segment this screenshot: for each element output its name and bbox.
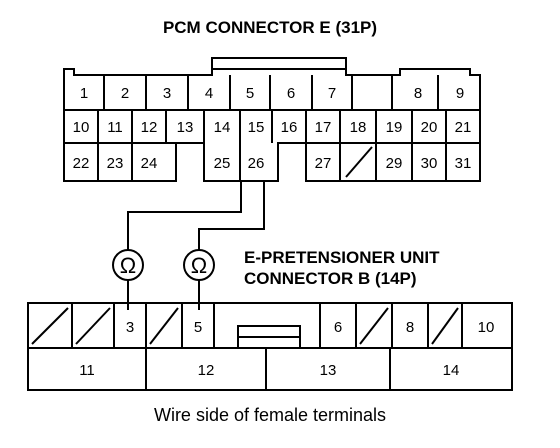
ohmmeter-2: [183, 249, 215, 281]
wire-26: [198, 181, 265, 250]
pretensioner-pin: 5: [194, 319, 202, 336]
pretensioner-pin: 6: [334, 319, 342, 336]
pcm-pin: 14: [214, 119, 231, 136]
pretensioner-pin: 13: [320, 362, 337, 379]
pcm-pin: 15: [248, 119, 265, 136]
pretensioner-title-line2: CONNECTOR B (14P): [244, 269, 417, 288]
pcm-connector-outline: [63, 68, 481, 182]
pcm-pin: 11: [107, 119, 123, 136]
pcm-pin: 4: [205, 85, 213, 102]
pcm-pin: 22: [73, 155, 90, 172]
pcm-latch: [211, 57, 347, 69]
pcm-pin: 16: [281, 119, 298, 136]
pcm-connector-title: PCM CONNECTOR E (31P): [163, 18, 377, 37]
pcm-pin: 8: [414, 85, 422, 102]
pcm-pin: 1: [80, 85, 88, 102]
pcm-pin: 26: [248, 155, 265, 172]
pcm-pin: 30: [421, 155, 438, 172]
pcm-pin: 29: [386, 155, 403, 172]
pretensioner-pin: 10: [478, 319, 495, 336]
pcm-pin: 3: [163, 85, 171, 102]
pcm-pin: 27: [315, 155, 332, 172]
pcm-pin: 21: [455, 119, 472, 136]
pcm-pin: 5: [246, 85, 254, 102]
pretensioner-pin: 14: [443, 362, 460, 379]
pretensioner-connector-outline: [27, 302, 513, 391]
pcm-pin: 9: [456, 85, 464, 102]
pcm-pin: 24: [141, 155, 158, 172]
pcm-pin: 19: [386, 119, 403, 136]
pcm-pin: 10: [73, 119, 90, 136]
pcm-pin: 31: [455, 155, 472, 172]
ohm-symbol-2: Ω: [191, 253, 207, 278]
pcm-pin: 18: [350, 119, 367, 136]
pretensioner-title-line1: E-PRETENSIONER UNIT: [244, 248, 440, 267]
pcm-pin: 17: [315, 119, 332, 136]
caption: Wire side of female terminals: [154, 405, 386, 425]
pcm-pin: 20: [421, 119, 438, 136]
ohmmeter-1: [112, 249, 144, 281]
ohm-symbol-1: Ω: [120, 253, 136, 278]
pcm-pin: 13: [177, 119, 194, 136]
pretensioner-pin: 12: [198, 362, 215, 379]
pcm-pin: 25: [214, 155, 231, 172]
pcm-pin: 6: [287, 85, 295, 102]
pcm-pin: 7: [328, 85, 336, 102]
pcm-pin: 2: [121, 85, 129, 102]
pretensioner-pin: 3: [126, 319, 134, 336]
pretensioner-pin: 11: [79, 362, 95, 379]
pcm-pin: 12: [141, 119, 158, 136]
pcm-pin: 23: [107, 155, 124, 172]
pretensioner-pin: 8: [406, 319, 414, 336]
wire-25: [127, 181, 242, 250]
